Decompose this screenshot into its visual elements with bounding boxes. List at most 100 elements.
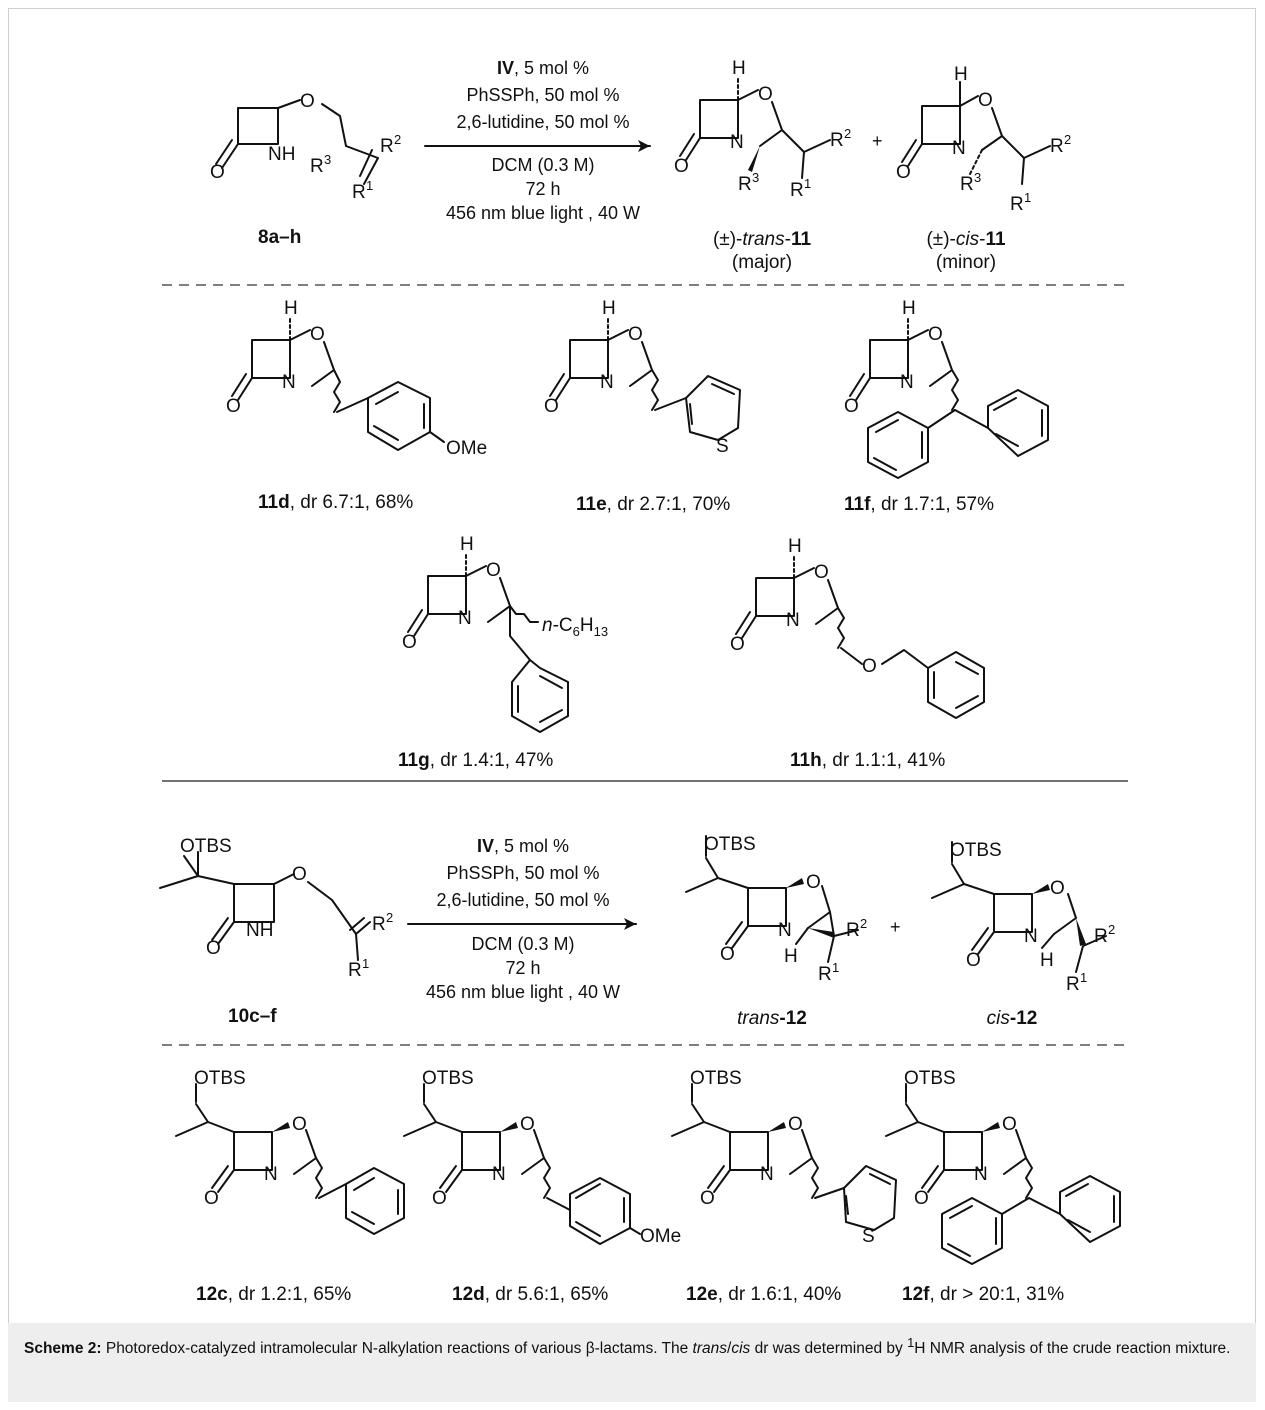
label-cis-11: (±)-cis-11 xyxy=(926,229,1006,250)
atom-h: H xyxy=(460,534,474,555)
atom-sup: 1 xyxy=(832,960,839,975)
atom-nh: NH xyxy=(268,144,295,165)
atom-o: O xyxy=(628,324,643,345)
atom-o: O xyxy=(788,1114,803,1135)
atom-o: O xyxy=(730,634,745,655)
atom-n: N xyxy=(900,372,914,393)
atom-r2: R xyxy=(830,130,844,151)
plus-sign: + xyxy=(872,131,883,151)
atom-sup: 2 xyxy=(386,910,393,925)
label-major: (major) xyxy=(732,252,792,273)
atom-o: O xyxy=(520,1114,535,1135)
atom-h: H xyxy=(732,58,746,79)
label-11g: 11g, dr 1.4:1, 47% xyxy=(398,750,553,771)
atom-o: O xyxy=(914,1188,929,1209)
label-12e: 12e, dr 1.6:1, 40% xyxy=(686,1284,841,1305)
condition-light: 456 nm blue light , 40 W xyxy=(446,203,640,223)
atom-r1: R xyxy=(790,180,804,201)
atom-sup: 2 xyxy=(860,916,867,931)
label-trans-12: trans-12 xyxy=(737,1008,807,1029)
atom-r3: R xyxy=(960,174,974,195)
atom-r2: R xyxy=(380,136,394,157)
atom-o: O xyxy=(806,872,821,893)
atom-otbs: OTBS xyxy=(690,1068,742,1089)
atom-o: O xyxy=(292,1114,307,1135)
atom-r2: R xyxy=(372,914,386,935)
atom-sup: 2 xyxy=(1108,922,1115,937)
atom-n: N xyxy=(974,1164,988,1185)
atom-o: O xyxy=(402,632,417,653)
atom-h: H xyxy=(954,64,968,85)
atom-otbs: OTBS xyxy=(180,836,232,857)
atom-sup: 2 xyxy=(394,132,401,147)
atom-o: O xyxy=(720,944,735,965)
condition-disulfide: PhSSPh, 50 mol % xyxy=(466,85,619,105)
condition-solvent-2: DCM (0.3 M) xyxy=(472,934,575,954)
atom-o: O xyxy=(210,162,225,183)
atom-o: O xyxy=(814,562,829,583)
atom-sup: 1 xyxy=(804,176,811,191)
atom-o: O xyxy=(544,396,559,417)
caption-trans: trans xyxy=(692,1340,728,1358)
atom-h: H xyxy=(602,298,616,319)
condition-base: 2,6-lutidine, 50 mol % xyxy=(456,112,629,132)
atom-h: H xyxy=(784,946,798,967)
condition-base-2: 2,6-lutidine, 50 mol % xyxy=(436,890,609,910)
atom-r2: R xyxy=(1050,136,1064,157)
product-12c: OTBS O N O xyxy=(175,1068,405,1235)
atom-r3: R xyxy=(738,174,752,195)
atom-n: N xyxy=(282,372,296,393)
label-12d: 12d, dr 5.6:1, 65% xyxy=(452,1284,608,1305)
product-11d: H O N O OMe xyxy=(226,298,487,459)
caption-title: Scheme 2: xyxy=(24,1340,102,1358)
product-trans-11: H O N O R 2 R 3 R 1 xyxy=(674,58,851,201)
atom-r1: R xyxy=(818,964,832,985)
atom-otbs: OTBS xyxy=(950,840,1002,861)
label-11d: 11d, dr 6.7:1, 68% xyxy=(258,492,413,513)
label-cis-12: cis-12 xyxy=(987,1008,1038,1029)
condition-time: 72 h xyxy=(525,179,560,199)
condition-disulfide-2: PhSSPh, 50 mol % xyxy=(446,863,599,883)
atom-o: O xyxy=(966,950,981,971)
atom-n: N xyxy=(1024,926,1038,947)
atom-r1: R xyxy=(1066,974,1080,995)
atom-otbs: OTBS xyxy=(422,1068,474,1089)
atom-n: N xyxy=(778,920,792,941)
product-trans-12: OTBS O N O H R 2 R 1 xyxy=(685,834,867,985)
atom-sup: 3 xyxy=(974,170,981,185)
arrow-head-2 xyxy=(624,918,636,930)
caption-text: dr was determined by xyxy=(750,1340,908,1358)
arrow-head xyxy=(638,140,650,152)
atom-o: O xyxy=(758,84,773,105)
product-11e: H O N O S xyxy=(544,298,741,457)
reactant-10: OTBS O O NH R 2 R 1 xyxy=(159,836,393,981)
atom-o: O xyxy=(300,91,315,112)
atom-r1: R xyxy=(348,960,362,981)
product-12d: OTBS O N O OMe xyxy=(403,1068,681,1247)
atom-o: O xyxy=(1050,878,1065,899)
atom-r3: R xyxy=(310,156,324,177)
caption-text: Photoredox-catalyzed intramolecular N-al… xyxy=(101,1340,693,1358)
figure-caption: Scheme 2: Photoredox-catalyzed intramole… xyxy=(8,1323,1256,1402)
atom-o: O xyxy=(432,1188,447,1209)
atom-ome: OMe xyxy=(640,1226,681,1247)
atom-h: H xyxy=(284,298,298,319)
atom-n: N xyxy=(952,138,966,159)
reactant-label-8: 8a–h xyxy=(258,227,301,248)
atom-o: O xyxy=(310,324,325,345)
atom-r2: R xyxy=(846,920,860,941)
atom-n: N xyxy=(600,372,614,393)
product-cis-11: H O N O R 2 R 3 R 1 xyxy=(896,64,1071,215)
product-11f: H O N O xyxy=(844,298,1049,479)
caption-slash: / xyxy=(727,1340,732,1358)
atom-o: O xyxy=(292,864,307,885)
atom-sup: 2 xyxy=(844,126,851,141)
atom-h: H xyxy=(1040,950,1054,971)
atom-o: O xyxy=(896,162,911,183)
atom-nhexyl: n-C6H13 xyxy=(542,615,608,639)
atom-sup: 1 xyxy=(362,956,369,971)
atom-n: N xyxy=(786,610,800,631)
product-11h: H O N O O xyxy=(730,536,985,719)
atom-o: O xyxy=(486,560,501,581)
